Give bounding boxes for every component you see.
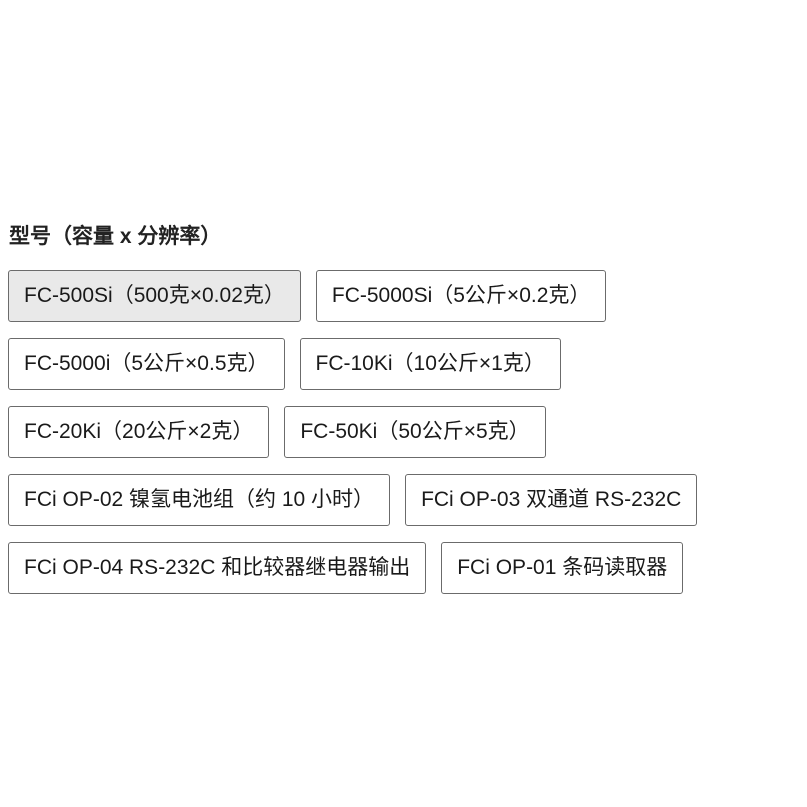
- option-fc-10ki[interactable]: FC-10Ki（10公斤×1克）: [299, 338, 561, 390]
- option-fci-op-04[interactable]: FCi OP-04 RS-232C 和比较器继电器输出: [8, 542, 427, 594]
- option-fci-op-01[interactable]: FCi OP-01 条码读取器: [441, 542, 684, 594]
- option-fc-500si[interactable]: FC-500Si（500克×0.02克）: [8, 270, 301, 322]
- option-row: FC-5000i（5公斤×0.5克） FC-10Ki（10公斤×1克）: [8, 338, 798, 390]
- option-fc-50ki[interactable]: FC-50Ki（50公斤×5克）: [284, 406, 546, 458]
- option-fc-5000si[interactable]: FC-5000Si（5公斤×0.2克）: [315, 270, 607, 322]
- option-row: FCi OP-04 RS-232C 和比较器继电器输出 FCi OP-01 条码…: [8, 542, 798, 594]
- option-fci-op-03[interactable]: FCi OP-03 双通道 RS-232C: [405, 474, 698, 526]
- option-fc-5000i[interactable]: FC-5000i（5公斤×0.5克）: [8, 338, 285, 390]
- option-fc-20ki[interactable]: FC-20Ki（20公斤×2克）: [8, 406, 270, 458]
- option-row: FC-20Ki（20公斤×2克） FC-50Ki（50公斤×5克）: [8, 406, 798, 458]
- variant-selector: 型号（容量 x 分辨率） FC-500Si（500克×0.02克） FC-500…: [8, 222, 798, 610]
- option-fci-op-02[interactable]: FCi OP-02 镍氢电池组（约 10 小时）: [8, 474, 391, 526]
- option-row: FCi OP-02 镍氢电池组（约 10 小时） FCi OP-03 双通道 R…: [8, 474, 798, 526]
- variant-selector-title: 型号（容量 x 分辨率）: [9, 225, 222, 248]
- option-row: FC-500Si（500克×0.02克） FC-5000Si（5公斤×0.2克）: [8, 270, 798, 322]
